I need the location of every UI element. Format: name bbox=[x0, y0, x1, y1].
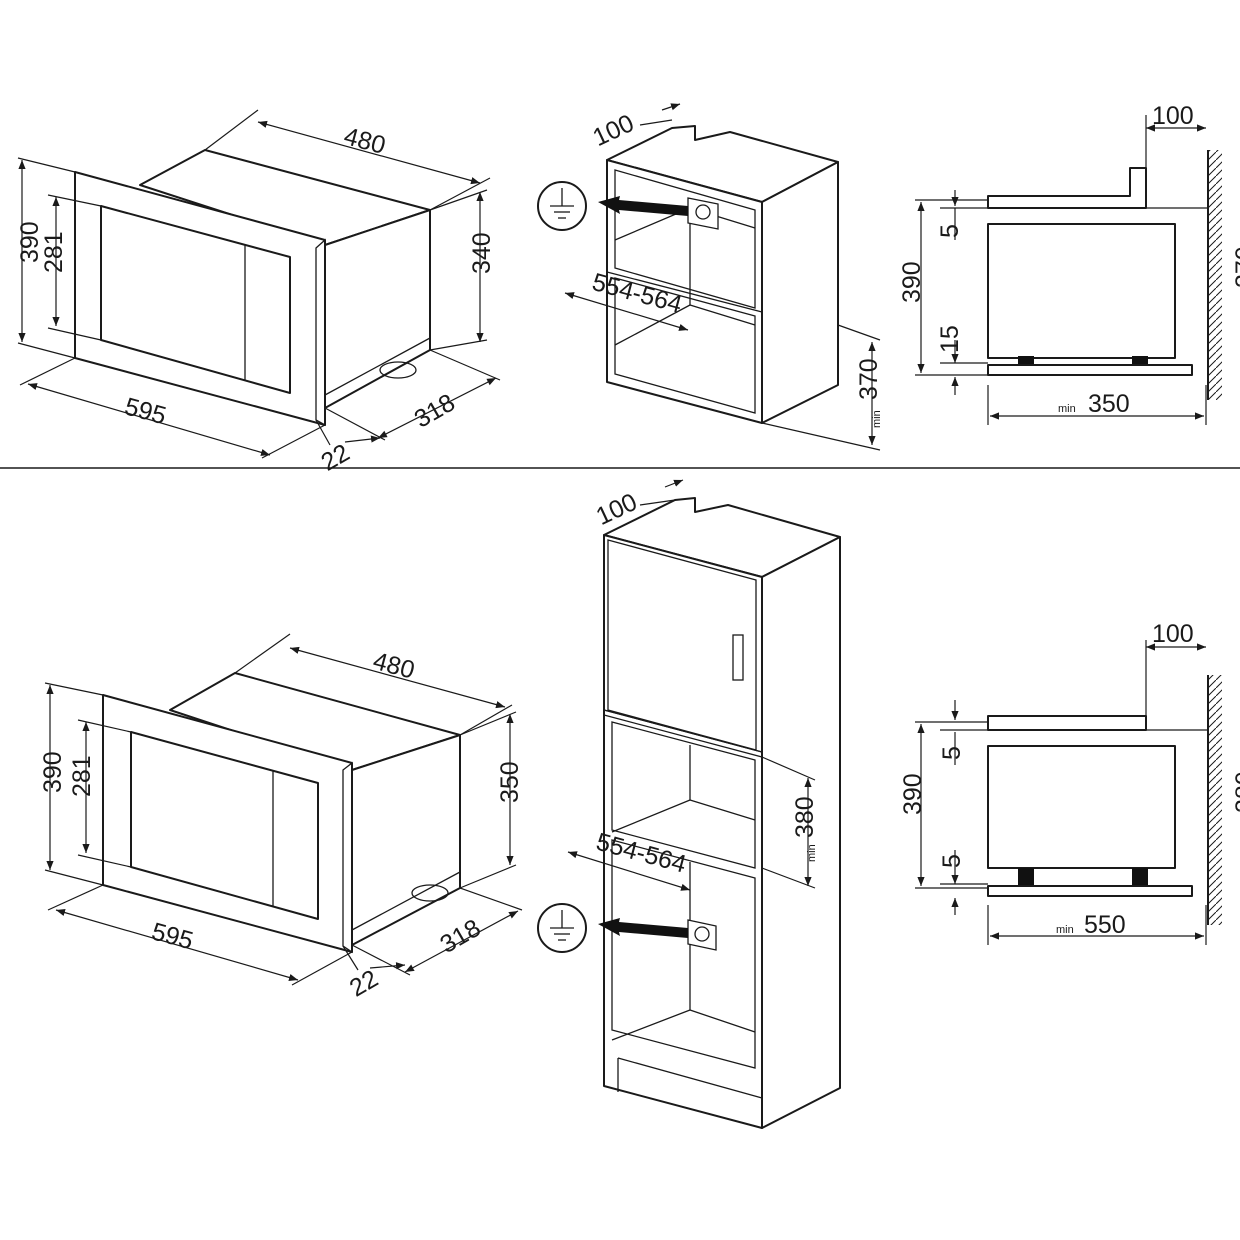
bottom-side-clearance-label: 100 bbox=[1152, 620, 1194, 648]
bottom-oven-width-label: 595 bbox=[149, 917, 197, 955]
bottom-oven-depth-label: 480 bbox=[370, 647, 418, 685]
top-oven-window-height-label: 281 bbox=[40, 231, 68, 273]
top-oven-depth-label: 480 bbox=[341, 122, 389, 160]
top-side-clearance-label: 100 bbox=[1152, 102, 1194, 130]
arrow-icon bbox=[598, 918, 688, 938]
bottom-cabinet-min-label: min bbox=[806, 844, 818, 862]
ground-symbol-icon bbox=[537, 181, 587, 231]
top-side-gap-bottom-label: 15 bbox=[936, 325, 964, 353]
bottom-side-section: 100 5 390 5 380 min 550 bbox=[899, 620, 1240, 945]
bottom-cabinet-drawing: 100 min 380 554-564 bbox=[537, 479, 841, 1129]
top-cabinet-drawing: 100 554-564 min 370 bbox=[537, 103, 883, 451]
top-oven-width-label: 595 bbox=[122, 392, 170, 430]
bottom-oven-frame-label: 22 bbox=[345, 964, 383, 1002]
bottom-oven-window-height-label: 281 bbox=[68, 755, 96, 797]
arrow-icon bbox=[598, 196, 688, 216]
top-oven-body-depth-label: 318 bbox=[410, 388, 460, 433]
top-oven-frame-label: 22 bbox=[316, 439, 354, 477]
bottom-cabinet-niche-height-label: 380 bbox=[791, 796, 819, 838]
top-side-depth-min-label: 350 bbox=[1088, 390, 1130, 418]
bottom-oven-drawing: 480 390 281 350 595 22 318 bbox=[39, 633, 524, 1003]
top-oven-height-total-label: 390 bbox=[16, 221, 44, 263]
top-cabinet-niche-height-label: 370 bbox=[855, 358, 883, 400]
socket-icon bbox=[687, 919, 717, 951]
top-side-section: 100 5 390 15 370 min 350 bbox=[898, 102, 1240, 425]
top-cabinet-clearance-label: 100 bbox=[589, 109, 639, 152]
top-cabinet-min-label: min bbox=[871, 410, 883, 428]
bottom-side-height-total-label: 390 bbox=[899, 773, 927, 815]
bottom-side-gap-bottom-label: 5 bbox=[938, 854, 966, 868]
top-oven-body-height-label: 340 bbox=[468, 232, 496, 274]
bottom-oven-height-total-label: 390 bbox=[39, 751, 67, 793]
top-side-min-label: min bbox=[1058, 403, 1076, 415]
bottom-side-gap-top-label: 5 bbox=[938, 746, 966, 760]
bottom-side-min-label: min bbox=[1056, 924, 1074, 936]
top-oven-drawing: 480 390 281 340 595 22 318 bbox=[16, 109, 501, 477]
top-side-height-total-label: 390 bbox=[898, 261, 926, 303]
socket-icon bbox=[687, 197, 719, 230]
ground-symbol-icon bbox=[537, 903, 587, 953]
top-side-niche-height-label: 370 bbox=[1231, 246, 1240, 288]
bottom-side-depth-min-label: 550 bbox=[1084, 911, 1126, 939]
bottom-side-niche-height-label: 380 bbox=[1231, 771, 1240, 813]
top-side-gap-top-label: 5 bbox=[936, 224, 964, 238]
bottom-oven-body-height-label: 350 bbox=[496, 761, 524, 803]
